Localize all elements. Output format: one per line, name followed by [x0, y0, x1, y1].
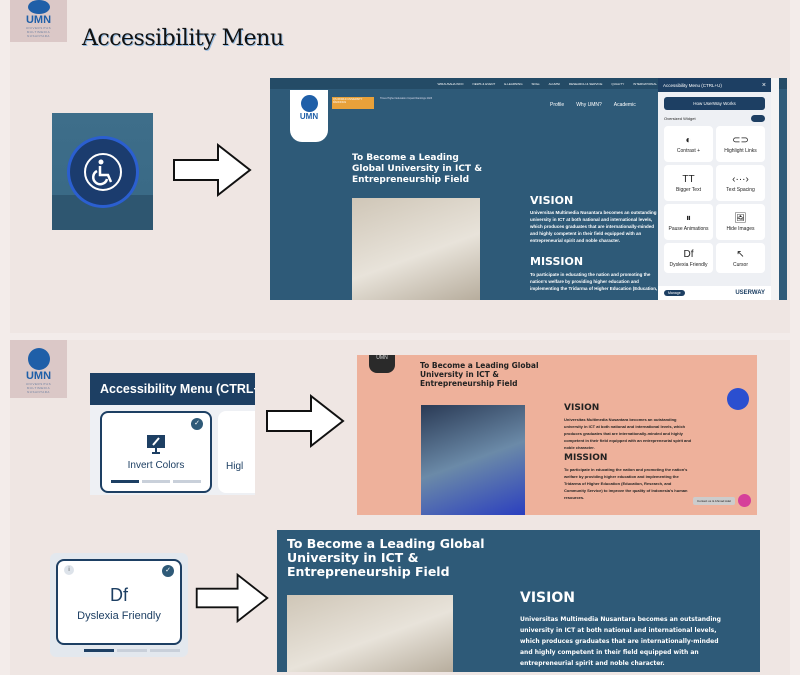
chat-avatar-icon[interactable] — [738, 494, 751, 507]
contact-chip[interactable]: Contact us & Ahmad Adel — [692, 497, 735, 505]
vision-title: VISION — [564, 403, 600, 413]
accessibility-widget: Accessibility Menu (CTRL+U) × How UserWa… — [658, 78, 771, 300]
site-logo[interactable]: UMN — [290, 90, 328, 142]
qs-badge: QS WORLD UNIVERSITY RANKINGS — [332, 97, 374, 109]
accessibility-button-preview — [52, 113, 153, 230]
top-link[interactable]: NEWS & EVENT — [472, 81, 496, 86]
the-badge: Times Higher Education Impact Rankings 2… — [380, 97, 433, 100]
dyslexia-website-screenshot: To Become a Leading Global University in… — [277, 530, 760, 672]
top-link[interactable]: SDGs — [531, 81, 540, 86]
link-icon: ⊂⊃ — [732, 134, 749, 146]
mission-title: MISSION — [530, 255, 584, 268]
logo-emblem-icon — [27, 0, 50, 14]
close-icon[interactable]: × — [761, 81, 766, 89]
check-icon: ✓ — [191, 418, 203, 430]
site-heading: To Become a Leading Global University in… — [420, 361, 539, 388]
top-link[interactable]: RESEARCH & SERVICE — [568, 81, 603, 86]
invert-colors-label: Invert Colors — [127, 460, 185, 471]
site-logo: UMN — [369, 355, 395, 373]
umn-website-screenshot: WIRAUSAHA INFO NEWS & EVENT E-LEARNING SDGs… — [270, 78, 787, 300]
contrast-card[interactable]: ◐Contrast + — [664, 126, 713, 162]
nav-profile[interactable]: Profile — [550, 102, 565, 108]
main-nav: Profile Why UMN? Academic — [550, 102, 636, 108]
top-link[interactable]: INTERNATIONAL — [633, 81, 657, 86]
cursor-card[interactable]: ↖Cursor — [716, 243, 765, 273]
contrast-icon: ◐ — [685, 134, 692, 146]
invert-colors-menu-crop: Accessibility Menu (CTRL+U) ✓ Invert Col… — [90, 373, 255, 495]
vision-title: VISION — [530, 194, 574, 207]
arrow-right-icon — [172, 142, 252, 198]
students-photo — [352, 198, 480, 300]
hide-images-card[interactable]: 🖼Hide Images — [716, 204, 765, 240]
highlight-links-card[interactable]: Higl — [218, 411, 255, 493]
vision-text: Universitas Multimedia Nusantara becomes… — [564, 417, 692, 450]
spacing-icon: ‹···› — [732, 173, 749, 185]
site-heading: To Become a Leading Global University in… — [287, 536, 485, 579]
logo-subtitle: UNIVERSITAS MULTIMEDIA NUSANTARA — [25, 26, 52, 38]
umn-logo: UMN UNIVERSITAS MULTIMEDIA NUSANTARA — [10, 340, 67, 398]
arrow-right-icon — [265, 393, 345, 449]
students-photo — [287, 595, 453, 672]
check-icon: ✓ — [162, 565, 174, 577]
logo-name: UMN — [25, 14, 52, 26]
vision-title: VISION — [520, 590, 575, 606]
top-link[interactable]: WIRAUSAHA INFO — [437, 81, 464, 86]
text-size-icon: TT — [682, 173, 695, 185]
widget-title: Accessibility Menu (CTRL+U) — [663, 82, 722, 88]
page-title: Accessibility Menu — [82, 26, 284, 51]
mission-text: To participate in educating the nation a… — [530, 272, 658, 291]
site-heading: To Become a Leading Global University in… — [352, 153, 483, 185]
promo-badge-icon[interactable] — [727, 388, 749, 410]
highlight-links-card[interactable]: ⊂⊃Highlight Links — [716, 126, 765, 162]
text-spacing-card[interactable]: ‹···›Text Spacing — [716, 165, 765, 201]
dyslexia-label: Dyslexia Friendly — [77, 610, 161, 622]
image-icon: 🖼 — [734, 212, 747, 224]
cursor-icon: ↖ — [736, 248, 745, 260]
dyslexia-icon: Df — [683, 248, 694, 260]
pause-icon: ⏸ — [686, 212, 691, 224]
inverted-photo — [421, 405, 525, 515]
nav-academic[interactable]: Academic — [613, 102, 636, 108]
invert-colors-card[interactable]: ✓ Invert Colors — [100, 411, 212, 493]
menu-title: Accessibility Menu (CTRL+U) — [90, 373, 255, 405]
how-userway-works-button[interactable]: How UserWay Works — [664, 97, 765, 110]
mission-title: MISSION — [564, 453, 608, 463]
oversized-widget-toggle[interactable] — [751, 115, 765, 122]
vision-text: Universitas Multimedia Nusantara becomes… — [530, 210, 657, 243]
info-icon[interactable]: i — [64, 565, 74, 575]
dyslexia-card-crop: i ✓ Df Dyslexia Friendly — [50, 553, 188, 657]
top-link[interactable]: ALUMNI — [548, 81, 560, 86]
inverted-website-screenshot: UMN To Become a Leading Global Universit… — [357, 355, 757, 515]
wheelchair-icon[interactable] — [69, 138, 136, 205]
userway-logo: USERWAY — [735, 290, 765, 296]
top-link[interactable]: E-LEARNING — [504, 81, 523, 86]
top-link[interactable]: QUALITY — [611, 81, 625, 86]
invert-monitor-icon — [147, 435, 165, 454]
umn-logo: UMN UNIVERSITAS MULTIMEDIA NUSANTARA — [10, 0, 67, 42]
scrollbar[interactable] — [771, 78, 779, 300]
manage-button[interactable]: Manage — [664, 290, 685, 296]
dyslexia-icon: Df — [110, 585, 128, 605]
nav-why-umn[interactable]: Why UMN? — [576, 102, 602, 108]
mission-text: To participate in educating the nation a… — [564, 467, 688, 500]
dyslexia-friendly-card[interactable]: i ✓ Df Dyslexia Friendly — [56, 559, 182, 645]
oversized-widget-label: Oversized Widget — [664, 116, 696, 121]
vision-text: Universitas Multimedia Nusantara becomes… — [520, 616, 721, 667]
arrow-right-icon — [192, 572, 272, 624]
pause-animations-card[interactable]: ⏸Pause Animations — [664, 204, 713, 240]
